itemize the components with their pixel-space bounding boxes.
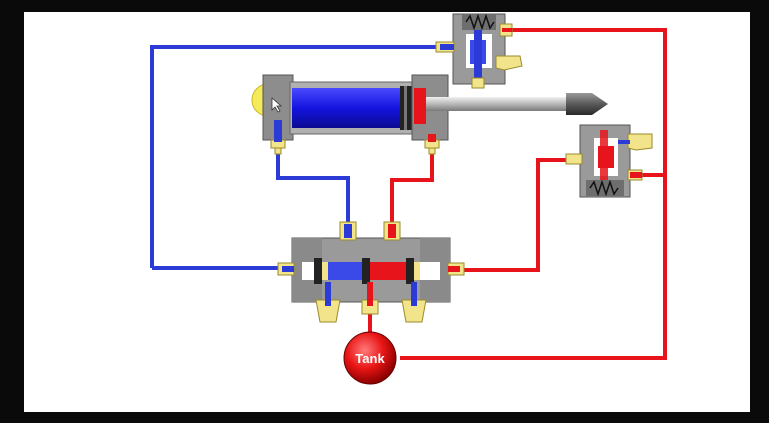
valve-port-bottom-center <box>361 282 379 315</box>
valve-port-right <box>447 262 465 276</box>
valve-port-top-left <box>339 221 357 241</box>
return-line-top-valve <box>150 45 440 268</box>
piston-rod <box>426 97 576 111</box>
directional-control-valve <box>277 221 465 323</box>
return-lines <box>150 45 440 270</box>
right-check-valve <box>565 124 653 198</box>
valve-port-bottom-left <box>315 282 341 323</box>
top-check-valve <box>435 13 523 89</box>
valve-port-top-right <box>383 221 401 241</box>
pressure-line-top-right <box>400 28 667 360</box>
return-line-cylinder-to-valve <box>276 150 350 236</box>
pressure-line-cylinder-to-valve <box>390 152 434 236</box>
valve-port-left <box>277 262 295 276</box>
tank: Tank <box>343 331 397 385</box>
spool-chamber-red <box>370 262 406 280</box>
cylinder-fitting-left <box>270 134 286 155</box>
spool-chamber-blue <box>328 262 364 280</box>
valve-port-bottom-right <box>401 282 427 323</box>
cylinder-fluid <box>292 88 400 128</box>
valve-spring <box>465 13 495 31</box>
rod-tip <box>566 93 608 115</box>
cylinder-fitting-right <box>424 134 440 155</box>
valve-spring-right <box>589 179 619 197</box>
tank-label: Tank <box>355 351 385 366</box>
tank-circle <box>343 331 397 385</box>
pointer-cursor <box>271 97 283 113</box>
hydraulic-cylinder <box>251 74 608 155</box>
pressure-line-right-valve <box>455 158 575 272</box>
